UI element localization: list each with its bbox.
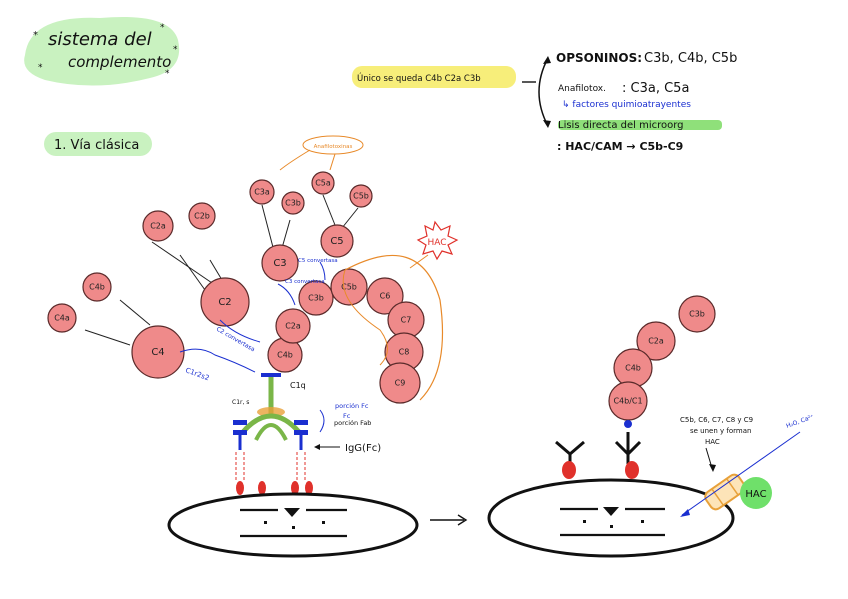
- svg-text:C6: C6: [380, 292, 391, 301]
- c2-convertasa-label: C2 convertasa: [215, 326, 256, 354]
- transition-arrow: [430, 514, 468, 526]
- legend-group: Único se queda C4b C2a C3b OPSONINOS: C3…: [352, 51, 737, 153]
- rp-c2a: [636, 321, 676, 361]
- svg-text:C5b: C5b: [353, 192, 369, 201]
- anafilotox-bubble: [302, 135, 364, 155]
- svg-text:C2a: C2a: [285, 322, 301, 331]
- fc-label: Fc: [343, 412, 351, 420]
- svg-text:C4b: C4b: [277, 351, 293, 360]
- component-c2a-small: [142, 210, 174, 242]
- component-c3a: [249, 179, 275, 205]
- svg-text:C2b: C2b: [194, 212, 210, 221]
- component-c4: [131, 325, 185, 379]
- component-c5: [320, 224, 354, 258]
- igg-label: IgG(Fc): [345, 443, 381, 454]
- star-icon: *: [165, 69, 170, 79]
- hac-star-label: HAC: [427, 238, 446, 248]
- bracket: [538, 57, 549, 127]
- svg-text:C4b: C4b: [625, 364, 641, 373]
- porcion-fab-label: porción Fab: [334, 419, 371, 427]
- anafilotox-bubble-label: Anafilotoxinas: [314, 144, 353, 150]
- component-c3b-small: [281, 191, 305, 215]
- mac-pore: [704, 473, 746, 511]
- svg-text:C4: C4: [151, 347, 164, 358]
- c5-convertasa-label: C5 convertasa: [298, 258, 338, 264]
- right-panel: C3b C2a C4b C4b/C1 HAC H₂O, Ca²⁺: [487, 295, 815, 558]
- section-bg: [44, 132, 152, 156]
- component-c5a: [311, 171, 335, 195]
- svg-text:C5: C5: [330, 236, 343, 247]
- lisis-text: Lisis directa del microorg: [558, 120, 684, 131]
- rp-note-1: C5b, C6, C7, C8 y C9: [680, 416, 753, 424]
- component-c5b-small: [349, 184, 373, 208]
- section-group: 1. Vía clásica: [44, 132, 152, 156]
- opsoninas-value: C3b, C4b, C5b: [644, 51, 737, 66]
- section-label: 1. Vía clásica: [54, 138, 139, 153]
- svg-text:C4b/C1: C4b/C1: [613, 397, 642, 406]
- hac-circle-label: HAC: [745, 489, 766, 500]
- star-icon: *: [160, 23, 165, 33]
- rp-note-3: HAC: [705, 438, 720, 446]
- component-c3: [261, 244, 299, 282]
- star-icon: *: [173, 45, 178, 55]
- svg-text:C2a: C2a: [150, 222, 166, 231]
- hac-star: [416, 220, 459, 261]
- title-line1: sistema del: [48, 29, 152, 50]
- svg-text:C5a: C5a: [315, 179, 331, 188]
- unico-text: Único se queda C4b C2a C3b: [357, 72, 481, 84]
- opsoninas-label: OPSONINOS:: [556, 51, 642, 65]
- title-bg: [24, 16, 180, 86]
- svg-text:C3b: C3b: [689, 310, 705, 319]
- component-c2b: [188, 202, 216, 230]
- water-label: H₂O, Ca²⁺: [785, 413, 815, 429]
- rp-c3b: [678, 295, 716, 333]
- component-c4a: [47, 303, 77, 333]
- rp-note-2: se unen y forman: [690, 427, 751, 435]
- title-group: sistema del complemento * * * * *: [24, 16, 180, 86]
- component-c6: [366, 277, 404, 315]
- component-c2a: [275, 308, 311, 344]
- svg-text:C3a: C3a: [254, 188, 270, 197]
- hac-circle: [740, 477, 772, 509]
- c1q-label: C1q: [290, 381, 306, 390]
- cascade-group: C4a C4b C2a C2b C3a C3b C5a C5b C4 C2 C3…: [47, 135, 459, 558]
- svg-text:C2: C2: [218, 297, 231, 308]
- star-icon: *: [33, 30, 38, 41]
- svg-text:C9: C9: [395, 379, 406, 388]
- porcion-fc-label: porción Fc: [335, 402, 369, 410]
- factores-text: ↳ factores quimioatrayentes: [562, 100, 691, 110]
- svg-text:C2a: C2a: [648, 337, 664, 346]
- unico-bg: [352, 66, 516, 88]
- svg-text:C7: C7: [401, 316, 412, 325]
- component-c4b-small: [82, 272, 112, 302]
- svg-text:C3b: C3b: [285, 199, 301, 208]
- lisis-bg: [558, 120, 722, 130]
- component-c5b: [330, 268, 368, 306]
- c3-convertasa-label: C3 convertasa: [285, 279, 325, 285]
- cell-left: [167, 492, 419, 558]
- svg-text:C5b: C5b: [341, 283, 357, 292]
- title-line2: complemento: [68, 53, 171, 71]
- c1rs-label: C1r, s: [232, 399, 249, 406]
- cell-right: [487, 478, 735, 558]
- c1r2s2-label: C1r2s2: [184, 366, 210, 382]
- anafilotox-label: Anafilotox.: [558, 84, 606, 94]
- star-icon: *: [38, 63, 43, 73]
- hac-text: : HAC/CAM → C5b-C9: [557, 140, 683, 153]
- component-c3b: [298, 280, 334, 316]
- svg-text:C4b: C4b: [89, 283, 105, 292]
- anafilotox-value: : C3a, C5a: [622, 81, 689, 96]
- svg-text:C8: C8: [399, 348, 410, 357]
- component-c2: [200, 277, 250, 327]
- svg-text:C4a: C4a: [54, 314, 70, 323]
- svg-text:C3: C3: [273, 258, 286, 269]
- svg-text:C3b: C3b: [308, 294, 324, 303]
- component-c9: [379, 362, 421, 404]
